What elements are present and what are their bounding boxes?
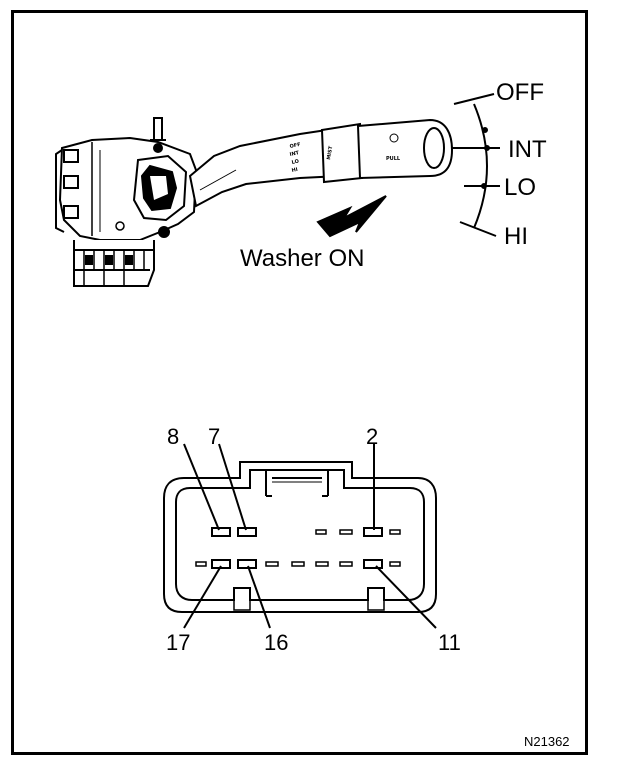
diagram-frame [11,10,588,755]
pin-label-11: 11 [438,630,461,655]
connector-face [163,461,437,613]
figure-id: N21362 [524,734,570,749]
pin-8 [211,527,231,537]
position-off-label: OFF [496,79,544,106]
lever-mark-int: INT [289,150,300,158]
lever-mark-lo: LO [291,159,299,166]
washer-arrow [316,195,387,238]
lever-mark-off: OFF [289,142,301,150]
pin-label-17: 17 [166,630,190,655]
wiper-lever: OFF INT LO HI MIST PULL [188,118,454,208]
position-int-label: INT [508,136,547,163]
position-scale [452,93,500,237]
lever-mark-mist: MIST [326,145,334,160]
pin-label-8: 8 [167,424,179,449]
connector-pins [195,527,401,569]
lever-mark-hi: HI [291,167,298,174]
pin-label-7: 7 [208,424,220,449]
pin-label-2: 2 [366,424,378,449]
position-hi-label: HI [504,223,528,250]
pin-17 [211,559,231,569]
pin-label-16: 16 [264,630,288,655]
pin-16 [237,559,257,569]
knob-pull-label: PULL [386,156,401,162]
washer-on-label: Washer ON [240,245,364,272]
pin-leader-lines [183,443,437,629]
switch-body [55,117,198,287]
position-lo-label: LO [504,174,536,201]
pin-7 [237,527,257,537]
pin-11 [363,559,383,569]
